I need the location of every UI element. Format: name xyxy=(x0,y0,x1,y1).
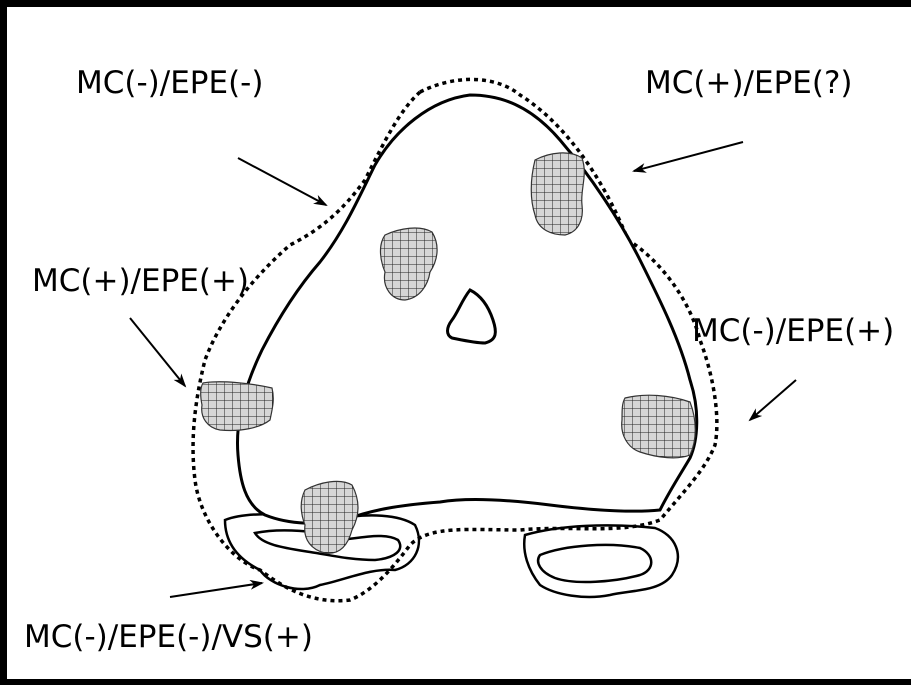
tumor-focus-top-right xyxy=(531,153,584,235)
tumor-focus-bottom-left xyxy=(301,481,358,553)
bottom-right-lobe-inner xyxy=(538,545,651,582)
label-mid-left: MC(+)/EPE(+) xyxy=(32,266,249,297)
arrow-top-left xyxy=(238,158,326,205)
label-mid-right: MC(-)/EPE(+) xyxy=(692,316,894,347)
arrow-bottom-left xyxy=(170,583,262,597)
tumor-focus-right-edge xyxy=(622,395,696,458)
label-top-left: MC(-)/EPE(-) xyxy=(76,68,263,99)
label-bottom-left: MC(-)/EPE(-)/VS(+) xyxy=(24,622,313,653)
label-top-right: MC(+)/EPE(?) xyxy=(645,68,853,99)
arrow-mid-left xyxy=(130,318,185,386)
tumor-focus-left-edge xyxy=(201,382,274,431)
arrow-top-right xyxy=(634,142,743,171)
bottom-right-lobe-outer xyxy=(524,525,678,597)
arrow-mid-right xyxy=(750,380,796,420)
